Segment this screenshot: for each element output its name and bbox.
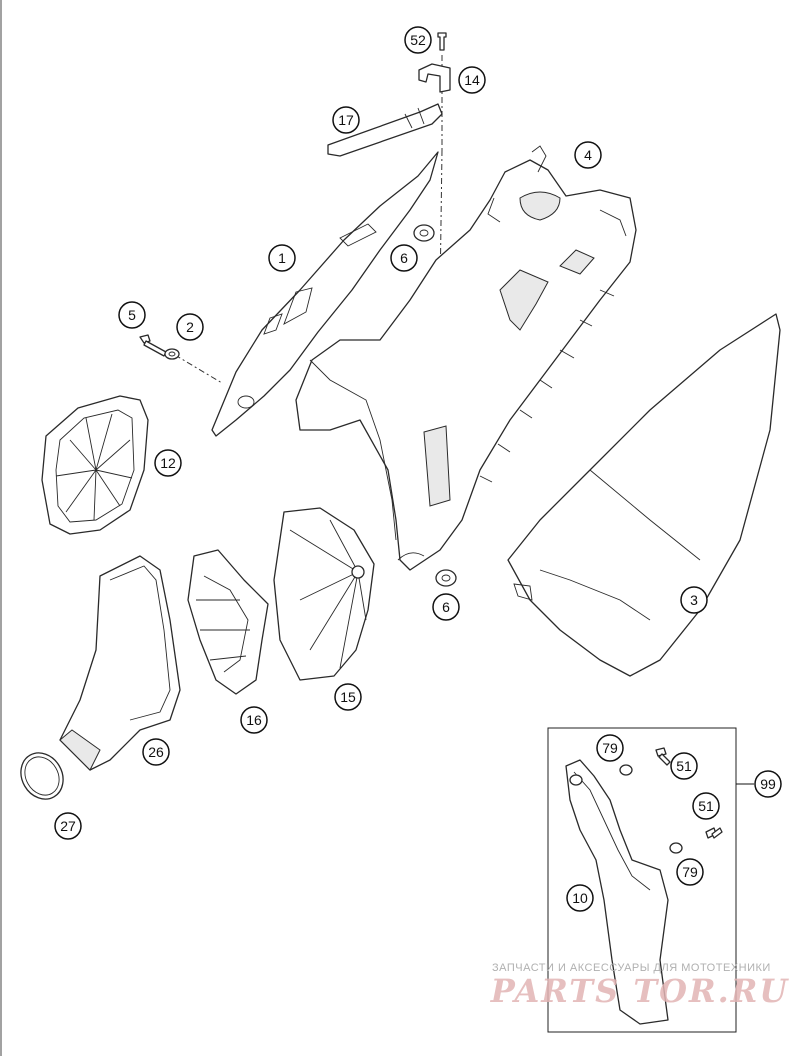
part-51-screw-top[interactable] — [655, 747, 671, 766]
callout-26[interactable]: 26 — [142, 738, 170, 766]
callout-16[interactable]: 16 — [240, 706, 268, 734]
callout-17[interactable]: 17 — [332, 106, 360, 134]
assembly-axis-line-left — [174, 354, 223, 384]
callout-12[interactable]: 12 — [154, 449, 182, 477]
svg-text:2: 2 — [186, 319, 194, 335]
svg-text:10: 10 — [572, 890, 588, 906]
part-14-clip[interactable] — [418, 63, 451, 93]
part-17-bracket[interactable] — [327, 103, 443, 157]
part-27-clamp[interactable] — [13, 745, 72, 807]
callout-79-top[interactable]: 79 — [596, 734, 624, 762]
callout-2[interactable]: 2 — [176, 313, 204, 341]
svg-text:3: 3 — [690, 592, 698, 608]
part-26-intake-boot[interactable] — [59, 555, 181, 771]
callout-5[interactable]: 5 — [118, 301, 146, 329]
svg-text:51: 51 — [676, 758, 692, 774]
svg-text:99: 99 — [760, 776, 776, 792]
part-15-air-filter[interactable] — [273, 507, 375, 681]
callout-4[interactable]: 4 — [574, 141, 602, 169]
part-1-side-panel[interactable] — [211, 151, 439, 437]
part-5-screw[interactable] — [139, 334, 167, 357]
kit-99-box — [547, 727, 754, 1033]
callout-79-bottom[interactable]: 79 — [676, 858, 704, 886]
svg-text:79: 79 — [682, 864, 698, 880]
callout-14[interactable]: 14 — [458, 66, 486, 94]
svg-text:51: 51 — [698, 798, 714, 814]
part-16-filter-support[interactable] — [187, 549, 269, 695]
part-2-washer[interactable] — [164, 348, 180, 360]
callout-6-bottom[interactable]: 6 — [432, 593, 460, 621]
callout-99[interactable]: 99 — [754, 770, 782, 798]
callout-51-top[interactable]: 51 — [670, 752, 698, 780]
svg-text:15: 15 — [340, 689, 356, 705]
svg-text:17: 17 — [338, 112, 354, 128]
svg-text:1: 1 — [278, 250, 286, 266]
svg-text:6: 6 — [400, 250, 408, 266]
svg-text:52: 52 — [410, 32, 426, 48]
part-51-screw-bottom[interactable] — [705, 827, 723, 839]
callout-3[interactable]: 3 — [680, 586, 708, 614]
svg-text:4: 4 — [584, 147, 592, 163]
svg-text:12: 12 — [160, 455, 176, 471]
watermark-brand: PARTS TOR.RU — [490, 972, 790, 1010]
callout-1[interactable]: 1 — [268, 244, 296, 272]
svg-text:6: 6 — [442, 599, 450, 615]
part-3-side-cover[interactable] — [507, 313, 781, 677]
svg-text:5: 5 — [128, 307, 136, 323]
part-6-grommet-top[interactable] — [413, 224, 435, 242]
part-6-grommet-bottom[interactable] — [435, 569, 457, 587]
part-79-grommet-bottom[interactable] — [669, 842, 683, 854]
part-79-grommet-top[interactable] — [619, 764, 633, 776]
callout-52[interactable]: 52 — [404, 26, 432, 54]
part-12-filter-cage[interactable] — [41, 395, 149, 535]
part-52-screw[interactable] — [437, 32, 447, 51]
callout-15[interactable]: 15 — [334, 683, 362, 711]
part-4-airbox[interactable] — [295, 145, 637, 571]
part-10-guard[interactable] — [565, 759, 669, 1025]
callout-27[interactable]: 27 — [54, 812, 82, 840]
svg-text:14: 14 — [464, 72, 480, 88]
callout-51-bottom[interactable]: 51 — [692, 792, 720, 820]
callout-6-top[interactable]: 6 — [390, 244, 418, 272]
callout-10[interactable]: 10 — [566, 884, 594, 912]
svg-text:16: 16 — [246, 712, 262, 728]
svg-text:26: 26 — [148, 744, 164, 760]
svg-text:27: 27 — [60, 818, 76, 834]
svg-text:79: 79 — [602, 740, 618, 756]
watermark-tagline: ЗАПЧАСТИ И АКСЕССУАРЫ ДЛЯ МОТОТЕХНИКИ — [492, 962, 771, 974]
